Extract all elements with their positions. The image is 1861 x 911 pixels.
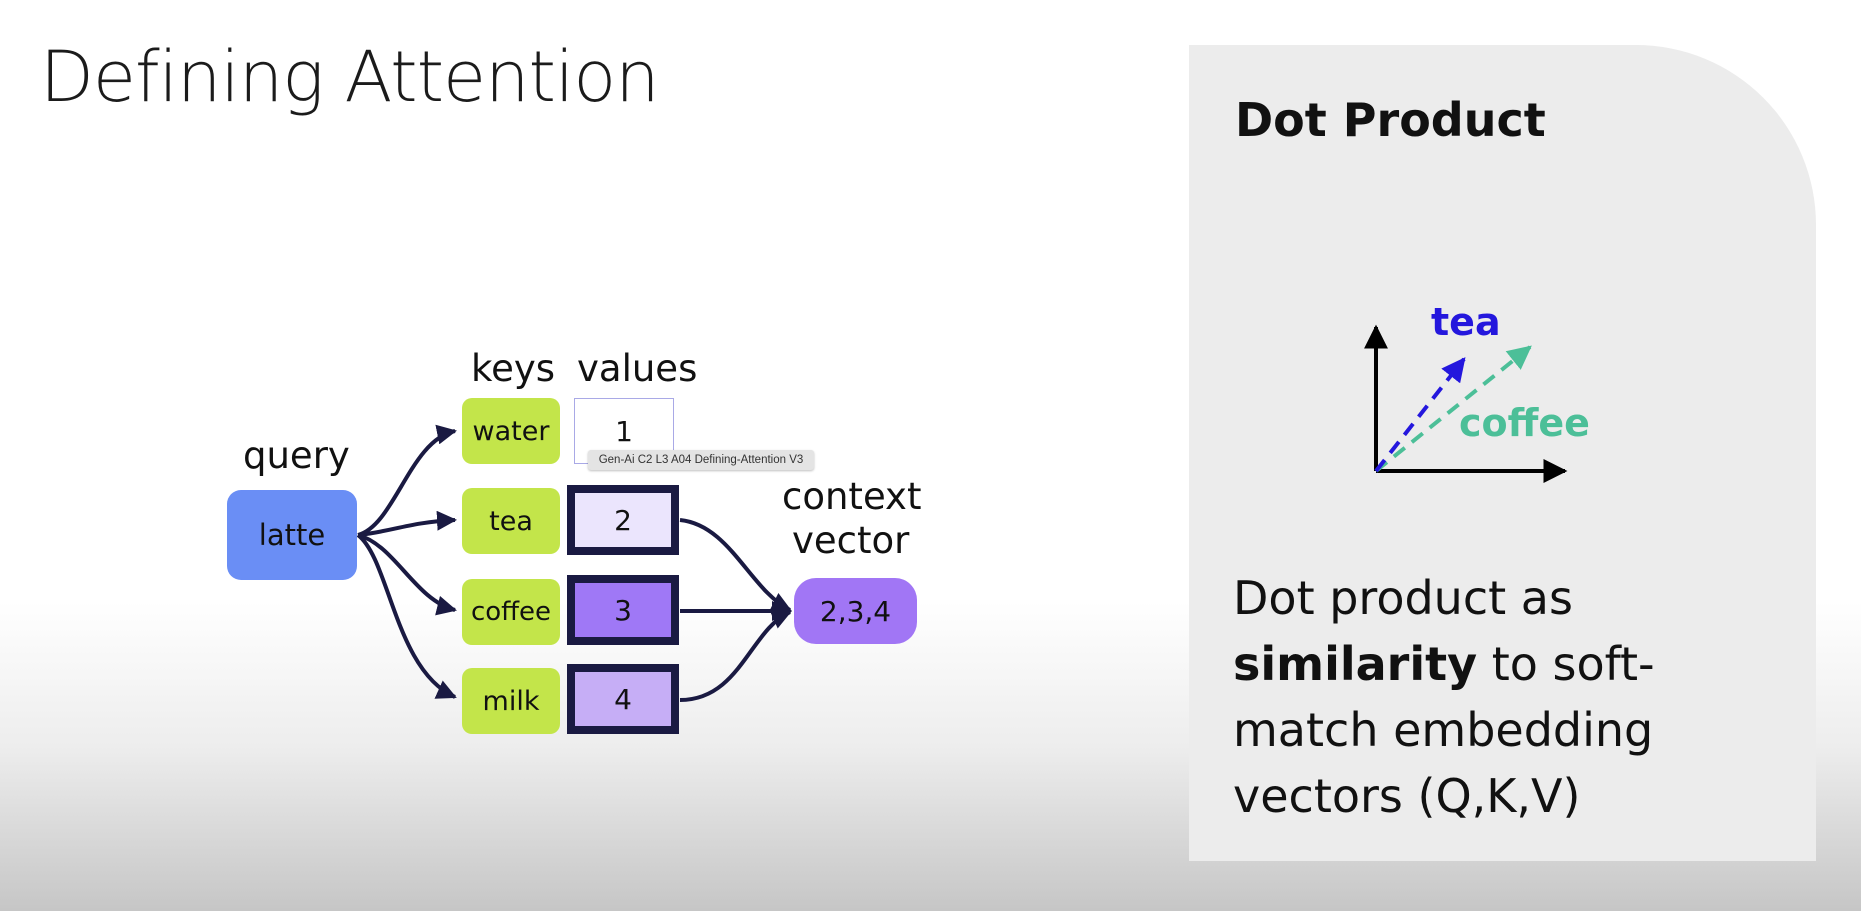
panel-description: Dot product as similarity to soft-match … — [1233, 565, 1793, 829]
tea-vector — [1374, 357, 1466, 473]
context-vector-box: 2,3,4 — [794, 578, 917, 644]
query-label: query — [243, 434, 350, 477]
vector-plot: tea coffee — [1364, 300, 1590, 483]
query-box: latte — [227, 490, 357, 580]
key-box: water — [462, 398, 560, 464]
keys-label: keys — [471, 347, 556, 390]
arrow-query-coffee — [357, 533, 457, 616]
arrow-query-water — [357, 424, 457, 537]
panel-title: Dot Product — [1235, 93, 1546, 147]
value-box: 2 — [567, 485, 679, 555]
key-box: milk — [462, 668, 560, 734]
description-text: to soft-match embedding vectors (Q,K,V) — [1233, 637, 1655, 823]
dot-product-panel: Dot Product tea coffee Dot product as si… — [1189, 45, 1816, 861]
context-label-line1: context — [782, 475, 922, 518]
slide-title: Defining Attention — [40, 36, 660, 118]
key-box: coffee — [462, 579, 560, 645]
arrow-tea-context — [679, 518, 792, 612]
coffee-vector-label: coffee — [1459, 401, 1590, 445]
arrow-connectors — [356, 424, 792, 702]
tooltip: Gen-Ai C2 L3 A04 Defining-Attention V3 — [588, 450, 814, 470]
tea-vector-label: tea — [1431, 300, 1501, 344]
coffee-vector — [1374, 345, 1532, 473]
description-bold: similarity — [1233, 637, 1478, 691]
arrow-query-tea — [357, 510, 457, 537]
value-box: 3 — [567, 575, 679, 645]
attention-diagram: query latte keys values water tea coffee… — [227, 347, 922, 734]
context-label-line2: vector — [792, 519, 910, 562]
value-box: 4 — [567, 664, 679, 734]
values-label: values — [577, 347, 698, 390]
arrow-milk-context — [679, 610, 792, 702]
description-text: Dot product as — [1233, 571, 1573, 625]
key-box: tea — [462, 488, 560, 554]
arrow-query-milk — [356, 533, 457, 699]
